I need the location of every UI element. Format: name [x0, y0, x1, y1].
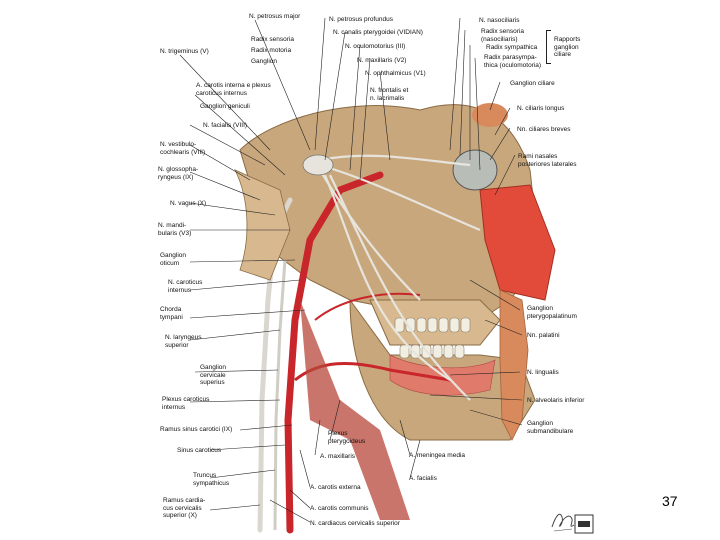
label-n-glossopharyngeus: N. glossopha- ryngeus (IX): [158, 166, 199, 181]
teeth-upper: [394, 317, 471, 333]
label-ganglion-ciliare: Ganglion ciliare: [510, 80, 555, 87]
sympathetic-trunk: [273, 259, 287, 531]
label-radix-sensoria: Radix sensoria: [251, 36, 294, 43]
label-plexus-pterygoideus: Plexus pterygoideus: [328, 430, 366, 445]
label-n-vestibulo-cochlearis: N. vestibulo- cochlearis (VIII): [160, 141, 206, 156]
lip-tissue: [499, 289, 529, 441]
label-radix-sympathica: Radix sympathica: [486, 44, 538, 51]
label-n-oculomotorius: N. oculomotorius (III): [345, 43, 406, 50]
label-ganglion-pterygopalatinum: Ganglion pterygopalatinum: [527, 305, 577, 320]
label-ramus-cardiacus-cervicalis: Ramus cardia- cus cervicalis superior (X…: [163, 497, 206, 519]
artist-signature: [551, 513, 575, 532]
label-a-facialis: A. facialis: [409, 475, 437, 482]
label-chorda-tympani: Chorda tympani: [160, 306, 183, 321]
maxillary-artery: [314, 292, 421, 321]
external-carotid: [294, 362, 451, 382]
label-n-maxillaris: N. maxillaris (V2): [357, 57, 407, 64]
label-n-nasociliaris: N. nasociliaris: [479, 17, 520, 24]
label-ganglion-oticum: Ganglion oticum: [160, 252, 187, 267]
label-rami-nasales: Rami nasales posteriores laterales: [518, 153, 577, 168]
eyeball: [452, 149, 498, 191]
label-n-petrosus-major: N. petrosus major: [249, 13, 301, 20]
label-radix-sensoria-nasociliaris: Radix sensoria (nasociliaris): [481, 28, 524, 43]
label-a-carotis-communis: A. carotis communis: [310, 505, 369, 512]
label-n-canalis-pterygoidei: N. canalis pterygoidei (VIDIAN): [333, 29, 423, 36]
page-number: 37: [662, 493, 678, 509]
label-ramus-sinus-carotici: Ramus sinus carotici (IX): [160, 426, 233, 433]
label-rapports-ganglion-ciliare: Rapports ganglion ciliare: [554, 36, 581, 58]
neck-tissue: [300, 300, 410, 520]
label-n-ciliaris-longus: N. ciliaris longus: [517, 105, 565, 112]
label-n-facialis: N. facialis (VIII): [203, 122, 248, 129]
label-n-trigeminus: N. trigeminus (V): [160, 48, 209, 55]
brace: [546, 30, 551, 64]
publisher-stamp: [574, 514, 594, 534]
label-ganglion: Ganglion: [251, 58, 278, 65]
label-sinus-caroticus: Sinus caroticus: [177, 447, 222, 454]
trigeminal-ganglion: [302, 154, 334, 176]
leader-lines: [179, 17, 523, 523]
nerve-branches: [319, 154, 481, 401]
label-n-caroticus-internus: N. caroticus internus: [168, 279, 203, 294]
orbit-tissue: [472, 103, 508, 127]
teeth-lower: [399, 344, 465, 359]
label-n-ophthalmicus: N. ophthalmicus (V1): [365, 70, 426, 77]
label-n-alveolaris-inferior: N. alveolaris inferior: [527, 397, 585, 404]
label-n-lingualis: N. lingualis: [527, 369, 559, 376]
label-n-vagus: N. vagus (X): [170, 200, 207, 207]
label-n-laryngeus-superior: N. laryngeus superior: [165, 334, 202, 349]
label-a-maxillaris: A. maxillaris: [320, 453, 356, 460]
label-n-petrosus-profundus: N. petrosus profundus: [329, 16, 393, 23]
label-a-meningea-media: A. meningea media: [409, 452, 466, 459]
label-ganglion-geniculi: Ganglion geniculi: [200, 103, 250, 110]
label-a-carotis-externa: A. carotis externa: [310, 484, 361, 491]
label-radix-motoria: Radix motoria: [251, 47, 292, 54]
anatomical-illustration: [179, 17, 556, 534]
label-ganglion-cervicale-superius: Ganglion cervicale superius: [200, 364, 227, 386]
label-truncus-sympathicus: Truncus sympathicus: [193, 472, 230, 487]
carotid-artery: [284, 171, 384, 534]
label-n-cardiacus-cervicalis-superior: N. cardiacus cervicalis superior: [310, 520, 400, 527]
label-plexus-caroticus-internus: Plexus caroticus internus: [162, 396, 210, 411]
label-nn-palatini: Nn. palatini: [527, 332, 560, 339]
label-n-mandibularis: N. mandi- bularis (V3): [158, 222, 192, 237]
temporal-bone: [234, 169, 291, 281]
label-a-carotis-interna: A. carotis interna e plexus caroticus in…: [196, 82, 271, 97]
label-ganglion-submandibulare: Ganglion submandibulare: [527, 420, 574, 435]
label-nn-ciliares-breves: Nn. ciliares breves: [517, 126, 571, 133]
label-radix-parasympathica: Radix parasympa- thica (oculomotoria): [484, 54, 542, 69]
nasal-mucosa: [479, 184, 556, 301]
label-n-frontalis: N. frontalis et n. lacrimalis: [370, 87, 409, 102]
